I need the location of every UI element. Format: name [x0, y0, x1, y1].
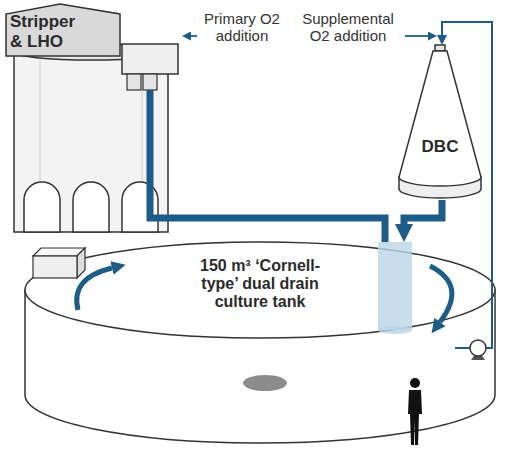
tank-rim: [25, 242, 495, 338]
rotation-arrow: [430, 266, 452, 322]
cone-cap: [435, 45, 445, 51]
pump-line: [455, 242, 492, 348]
culture-tank: 150 m³ ‘Cornell-type’ dual drain culture…: [25, 242, 495, 443]
node-label: DBC: [395, 137, 485, 157]
annotation-label: Primary O2 addition: [200, 10, 284, 44]
center-drain: [243, 375, 287, 391]
node-label: 150 m³ ‘Cornell-type’ dual drain culture…: [198, 257, 322, 311]
side-box: [33, 248, 85, 256]
tower-shading: [142, 60, 143, 190]
annotation-label: Supplemental O2 addition: [294, 10, 402, 44]
stripper-hood: [6, 4, 120, 56]
pipe-connector: [150, 90, 385, 242]
pump-symbol: [470, 340, 486, 356]
tower-arch: [24, 182, 60, 232]
trough-outlet: [143, 74, 157, 90]
o2-arrow: [191, 35, 197, 37]
tower-shading: [40, 60, 41, 190]
dbc-cone: DBC: [395, 45, 489, 200]
node-label: Stripper & LHO: [10, 12, 86, 52]
person-head: [410, 378, 420, 388]
cone-body: [399, 51, 481, 186]
side-box: [33, 256, 77, 278]
tower-arch: [73, 182, 109, 232]
stripper-tower: [14, 50, 168, 232]
dbc-cone-outline: [395, 45, 485, 200]
o2-arrow: [405, 35, 428, 37]
lho-trough: [122, 44, 178, 74]
rotation-arrow: [77, 268, 112, 310]
side-box: [77, 248, 85, 278]
inlet-column-end: [378, 326, 412, 334]
inlet-column: [378, 242, 412, 330]
person-body: [408, 390, 422, 445]
stripper-unit: Stripper & LHO: [4, 4, 180, 90]
pipe-connector: [404, 200, 442, 224]
trough-outlet: [127, 74, 141, 90]
